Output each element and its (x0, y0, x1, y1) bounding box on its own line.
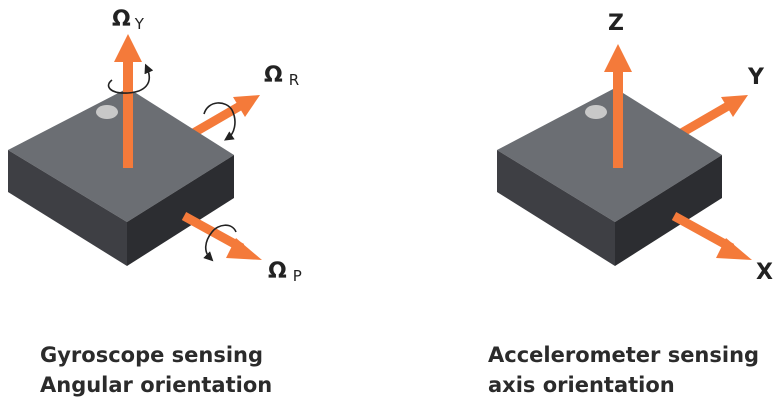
gyroscope-caption-line1: Gyroscope sensing (40, 343, 264, 367)
accelerometer-figure: Z Y X (497, 11, 773, 285)
accelerometer-caption-line1: Accelerometer sensing (488, 343, 760, 367)
gyroscope-caption: Gyroscope sensing Angular orientation (40, 340, 272, 400)
rotation-arrow-icon (203, 102, 236, 141)
pitch-axis-arrow (181, 212, 262, 260)
z-label: Z (608, 11, 624, 36)
accelerometer-caption-line2: axis orientation (488, 373, 675, 397)
gyroscope-chip (8, 88, 234, 266)
gyroscope-caption-line2: Angular orientation (40, 373, 273, 397)
pin1-marker (96, 105, 118, 119)
accelerometer-caption: Accelerometer sensing axis orientation (488, 340, 759, 400)
accelerometer-chip (497, 88, 722, 266)
roll-axis-arrow (187, 95, 260, 139)
pin1-marker (585, 105, 607, 119)
z-axis-arrow (604, 44, 632, 168)
yaw-axis-arrow (114, 34, 142, 168)
rotation-arrow-icon (203, 224, 237, 262)
x-label: X (756, 260, 773, 285)
y-axis-arrow (675, 95, 748, 139)
rotation-arrow-icon (107, 63, 154, 94)
y-label: Y (747, 65, 765, 90)
x-axis-arrow (671, 212, 752, 260)
